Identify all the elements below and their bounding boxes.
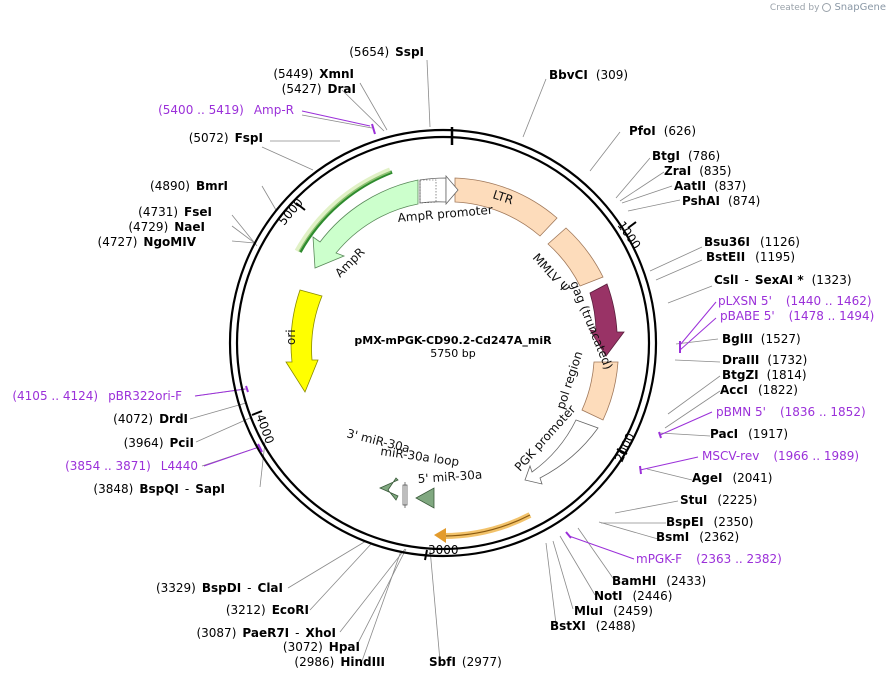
enzyme-bspdi-clai: (3329)BspDI-ClaI [156,581,283,595]
enzyme-draiii: DraIII(1732) [722,353,807,367]
feature-3-mir30a [379,477,399,501]
snapgene-logo-icon [822,3,832,12]
enzyme-sbfi: SbfI(2977) [429,655,502,669]
enzyme-ecori: (3212)EcoRI [226,603,309,617]
snapgene-brand: Created by SnapGene [770,2,886,13]
enzyme-bsmi: BsmI(2362) [656,530,739,544]
feature-ltr [454,177,558,237]
enzyme-pshai: PshAI(874) [682,194,760,208]
ampr-outer-arc-glow [294,167,391,253]
feature-label-ltr: LTR [491,188,515,208]
enzyme-agei: AgeI(2041) [692,471,772,485]
enzyme-hpai: (3072)HpaI [283,640,360,654]
enzyme-drai: (5427)DraI [282,82,356,96]
tick-label-5000: 5000 [276,196,306,228]
enzyme-paci: PacI(1917) [710,427,788,441]
primer-plxsn-5: pLXSN 5'(1440 .. 1462) [718,294,872,308]
feature-label-ori: ori [284,329,298,345]
tick-label-3000: 3000 [428,543,459,557]
enzyme-zrai: ZraI(835) [664,164,731,178]
enzyme-mlui: MluI(2459) [574,604,653,618]
cd90-outer-arc-line [442,514,531,537]
feature-pgk-promoter [524,419,599,485]
feature-pol-region [581,361,619,421]
enzyme-xmni: (5449)XmnI [273,67,354,81]
enzyme-bsteii: BstEII(1195) [706,250,795,264]
primer-amp-r: (5400 .. 5419)Amp-R [158,103,294,117]
enzyme-hindiii: (2986)HindIII [294,655,385,669]
enzyme-btgi: BtgI(786) [652,149,720,163]
ampr-outer-arc [298,170,393,253]
enzyme-bspei: BspEI(2350) [666,515,753,529]
enzyme-bmri: (4890)BmrI [150,179,228,193]
enzyme-bamhi: BamHI(2433) [612,574,706,588]
primer-marks [245,123,681,539]
cd90-outer-arc [442,512,532,540]
feature-label-pol-region: pol region [554,349,586,410]
feature-gag [589,283,625,357]
enzyme-pfoi: PfoI(626) [629,124,696,138]
backbone-inner [235,135,651,551]
feature-mmlv-psi [547,227,604,287]
primer-mscv-rev: MSCV-rev(1966 .. 1989) [702,449,859,463]
tick-label-2000: 2000 [612,431,638,465]
enzyme-paer7i-xhoi: (3087)PaeR7I-XhoI [196,626,336,640]
enzyme-naei: (4729)NaeI [128,220,205,234]
enzyme-sspi: (5654)SspI [349,45,424,59]
primer-mpgk-f: mPGK-F(2363 .. 2382) [636,552,782,566]
enzyme-btgzi: BtgZI(1814) [722,368,807,382]
feature-5-mir30a [415,487,435,509]
feature-ori [285,289,323,393]
feature-label-5-mir30a: 5' miR-30a [417,468,482,486]
enzyme-fspi: (5072)FspI [189,131,263,145]
feature-label-ampr-promoter: AmpR promoter [397,203,493,225]
enzyme-bbvci: BbvCI(309) [549,68,628,82]
enzyme-drdi: (4072)DrdI [113,412,188,426]
plasmid-name: pMX-mPGK-CD90.2-Cd247A_miR [354,334,552,347]
ampr-promoter-arrowhead [445,174,459,206]
enzyme-acci: AccI(1822) [720,383,798,397]
snapgene-name: SnapGene [834,2,886,13]
plasmid-length: 5750 bp [430,347,475,360]
primer-pbmn-5: pBMN 5'(1836 .. 1852) [716,405,866,419]
feature-label-3-mir30a: 3' miR-30a [345,426,411,455]
enzyme-pcii: (3964)PciI [124,436,194,450]
enzyme-bstxi: BstXI(2488) [550,619,636,633]
enzyme-csli-sexai: CslI-SexAI *(1323) [714,273,852,287]
enzyme-aatii: AatII(837) [674,179,746,193]
enzyme-stui: StuI(2225) [680,493,757,507]
enzyme-bspqi-sapi: (3848)BspQI-SapI [93,482,225,496]
enzyme-fsei: (4731)FseI [138,205,212,219]
created-by-label: Created by [769,2,820,13]
tick-marks [251,202,637,561]
primer-pbabe-5: pBABE 5'(1478 .. 1494) [720,309,874,323]
primer-l4440: (3854 .. 3871)L4440 [65,459,198,473]
enzyme-bsu36i: Bsu36I(1126) [704,235,800,249]
feature-ampr-promoter [419,177,447,204]
leader-lines [189,59,721,662]
enzyme-ngomiv: (4727)NgoMIV [98,235,197,249]
enzyme-bglii: BglII(1527) [722,332,801,346]
feature-ampr [312,179,419,269]
primer-pbr322ori-f: (4105 .. 4124)pBR322ori-F [12,389,182,403]
backbone-outer [228,128,658,558]
primer-leader-lines [194,110,717,560]
enzyme-noti: NotI(2446) [594,589,672,603]
cd90-arrowhead [434,528,446,543]
